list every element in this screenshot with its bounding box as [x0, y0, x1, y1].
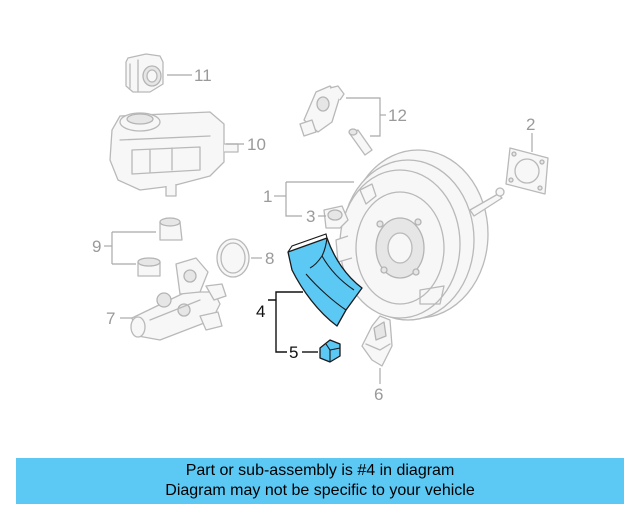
callout-12: 12 — [388, 106, 407, 125]
callout-8: 8 — [265, 249, 274, 268]
banner-line-2: Diagram may not be specific to your vehi… — [165, 482, 475, 499]
heat-shield-part — [287, 233, 363, 327]
gasket-part — [505, 147, 549, 195]
callout-3: 3 — [306, 207, 315, 226]
grommet-part — [323, 205, 349, 229]
callout-2: 2 — [526, 115, 535, 134]
callout-6: 6 — [374, 385, 383, 404]
nut-part — [319, 339, 341, 363]
callout-11: 11 — [194, 66, 212, 85]
bushing-lower-part — [137, 257, 161, 277]
leader-1 — [285, 181, 354, 217]
callout-9: 9 — [92, 237, 101, 256]
callout-5: 5 — [289, 343, 298, 362]
callout-4: 4 — [256, 302, 265, 321]
bushing-upper-part — [159, 217, 183, 241]
sensor-valve-part — [299, 85, 373, 156]
leader-12 — [346, 97, 381, 137]
bracket-part — [361, 315, 393, 367]
callout-10: 10 — [247, 135, 266, 154]
leader-9 — [111, 231, 156, 265]
brake-booster-part — [335, 149, 505, 321]
parts-diagram: 11 10 12 2 — [92, 53, 549, 404]
fluid-reservoir-part — [109, 111, 239, 197]
callout-7: 7 — [106, 309, 115, 328]
reservoir-cap-part — [125, 53, 164, 93]
master-cylinder-part — [130, 257, 227, 341]
o-ring-part — [216, 238, 250, 278]
info-banner: Part or sub-assembly is #4 in diagram Di… — [16, 458, 624, 504]
banner-line-1: Part or sub-assembly is #4 in diagram — [185, 462, 455, 479]
leader-4 — [268, 291, 303, 353]
callout-1: 1 — [263, 187, 272, 206]
